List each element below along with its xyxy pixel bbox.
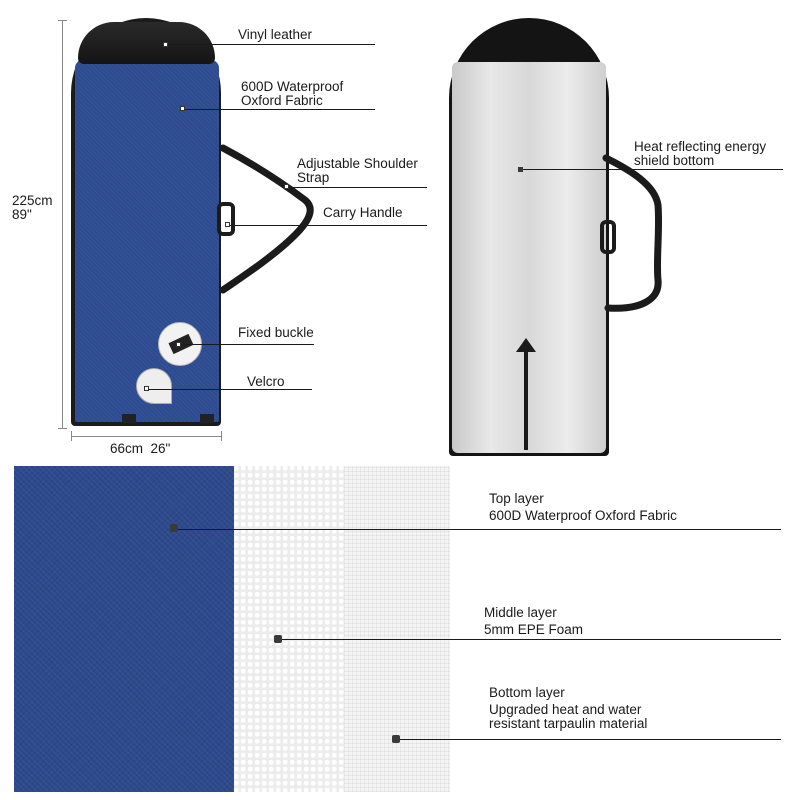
vinyl-leather-label: Vinyl leather bbox=[238, 27, 313, 42]
middle-layer-callout-line bbox=[282, 639, 781, 640]
handle-callout-line bbox=[230, 225, 427, 226]
velcro-callout-line bbox=[149, 389, 312, 390]
velcro-tab-left-icon bbox=[122, 414, 136, 423]
oxford-fabric-panel bbox=[75, 60, 219, 422]
top-layer-callout-dot bbox=[170, 524, 178, 532]
carry-handle-label: Carry Handle bbox=[323, 205, 403, 220]
velcro-label: Velcro bbox=[247, 374, 285, 389]
height-dimension-line bbox=[62, 20, 63, 428]
height-dimension-tick-bottom bbox=[58, 428, 67, 429]
height-dimension-tick-top bbox=[58, 20, 67, 21]
vinyl-leather-top bbox=[78, 22, 215, 64]
velcro-detail-circle bbox=[136, 368, 172, 404]
middle-layer-title: Middle layer bbox=[484, 605, 557, 620]
bottom-layer-title: Bottom layer bbox=[489, 685, 565, 700]
buckle-callout-dot bbox=[176, 342, 181, 347]
bottom-layer-desc: Upgraded heat and water resistant tarpau… bbox=[489, 702, 648, 731]
top-layer-desc: 600D Waterproof Oxford Fabric bbox=[489, 508, 677, 523]
height-cm-label: 225cm bbox=[12, 193, 53, 208]
fixed-buckle-label: Fixed buckle bbox=[238, 325, 314, 340]
oxford-callout-dot bbox=[180, 106, 185, 111]
oxford-fabric-label: 600D Waterproof Oxford Fabric bbox=[241, 79, 344, 108]
strap-callout-dot bbox=[284, 184, 289, 189]
bottom-layer-callout-line bbox=[400, 739, 781, 740]
width-label: 66cm 26" bbox=[110, 441, 171, 456]
zipper-pull bbox=[524, 350, 528, 450]
shoulder-strap-front bbox=[217, 144, 314, 294]
top-layer-swatch bbox=[14, 466, 234, 792]
heat-callout-dot bbox=[518, 167, 523, 172]
middle-layer-callout-dot bbox=[274, 635, 282, 643]
velcro-callout-dot bbox=[144, 386, 149, 391]
shoulder-strap-label: Adjustable Shoulder Strap bbox=[297, 156, 418, 185]
middle-layer-desc: 5mm EPE Foam bbox=[484, 622, 584, 637]
bottom-layer-callout-dot bbox=[392, 735, 400, 743]
buckle-callout-line bbox=[181, 344, 314, 345]
oxford-callout-line bbox=[185, 109, 375, 110]
velcro-tab-right-icon bbox=[200, 414, 214, 423]
top-layer-title: Top layer bbox=[489, 491, 544, 506]
heat-reflecting-label: Heat reflecting energy shield bottom bbox=[634, 139, 767, 168]
strap-callout-line bbox=[289, 187, 427, 188]
width-dimension-tick-right bbox=[221, 431, 222, 441]
vinyl-callout-dot bbox=[163, 42, 168, 47]
vinyl-callout-line bbox=[168, 44, 375, 45]
bottom-layer-swatch bbox=[344, 466, 450, 792]
width-dimension-tick-left bbox=[71, 431, 72, 441]
heat-callout-line bbox=[523, 169, 783, 170]
heat-reflecting-panel bbox=[452, 62, 606, 453]
middle-layer-swatch bbox=[234, 466, 344, 792]
handle-callout-dot bbox=[225, 222, 230, 227]
width-dimension-line bbox=[71, 436, 221, 437]
top-layer-callout-line bbox=[178, 529, 781, 530]
zipper-arrow-icon bbox=[516, 338, 536, 352]
shoulder-strap-back bbox=[600, 154, 663, 312]
height-in-label: 89" bbox=[12, 207, 32, 222]
